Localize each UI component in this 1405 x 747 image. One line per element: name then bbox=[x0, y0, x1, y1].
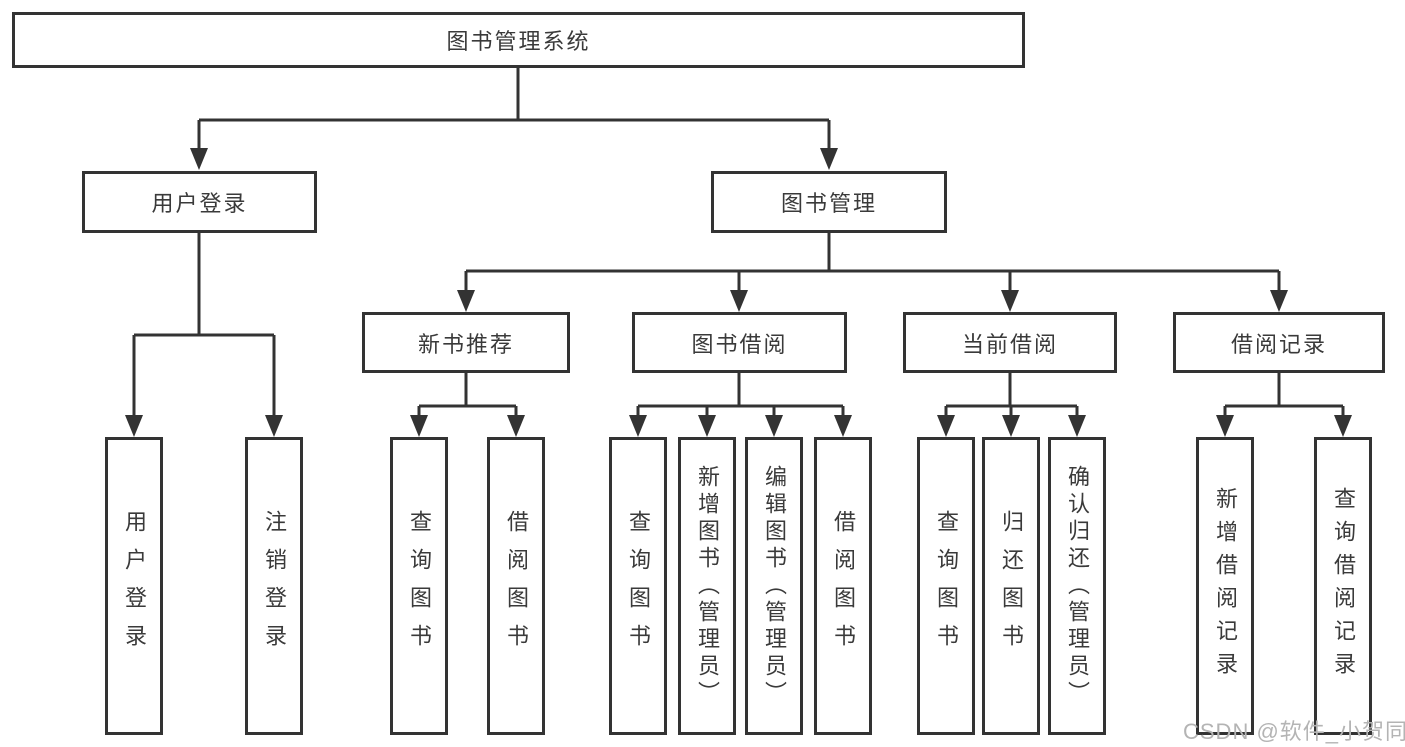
leaf-query-books-borrowing-label: 查询图书 bbox=[626, 510, 651, 662]
node-root-label: 图书管理系统 bbox=[446, 29, 591, 54]
leaf-add-book-admin-label: 新增图书（管理员） bbox=[695, 464, 720, 708]
leaf-query-books-recommend-label: 查询图书 bbox=[407, 510, 432, 662]
leaf-return-books-label: 归还图书 bbox=[999, 510, 1024, 662]
node-root: 图书管理系统 bbox=[12, 12, 1025, 68]
node-current-borrowing: 当前借阅 bbox=[903, 312, 1117, 373]
leaf-borrow-books-borrowing-label: 借阅图书 bbox=[831, 510, 856, 662]
node-book-management: 图书管理 bbox=[711, 171, 947, 233]
leaf-query-borrow-record: 查询借阅记录 bbox=[1314, 437, 1372, 735]
node-borrow-records: 借阅记录 bbox=[1173, 312, 1385, 373]
leaf-borrow-books-recommend-label: 借阅图书 bbox=[504, 510, 529, 662]
leaf-add-book-admin: 新增图书（管理员） bbox=[678, 437, 736, 735]
node-book-borrowing-label: 图书借阅 bbox=[691, 331, 788, 357]
leaf-borrow-books-borrowing: 借阅图书 bbox=[814, 437, 872, 735]
leaf-user-login: 用户登录 bbox=[105, 437, 163, 735]
node-new-book-recommend-label: 新书推荐 bbox=[417, 331, 514, 357]
leaf-logout-login: 注销登录 bbox=[245, 437, 303, 735]
leaf-confirm-return-admin: 确认归还（管理员） bbox=[1048, 437, 1106, 735]
leaf-confirm-return-admin-label: 确认归还（管理员） bbox=[1065, 464, 1090, 708]
leaf-add-borrow-record: 新增借阅记录 bbox=[1196, 437, 1254, 735]
leaf-query-borrow-record-label: 查询借阅记录 bbox=[1331, 487, 1356, 685]
leaf-query-books-current-label: 查询图书 bbox=[934, 510, 959, 662]
leaf-edit-book-admin: 编辑图书（管理员） bbox=[745, 437, 803, 735]
leaf-add-borrow-record-label: 新增借阅记录 bbox=[1213, 487, 1238, 685]
node-book-management-label: 图书管理 bbox=[780, 191, 877, 216]
leaf-query-books-borrowing: 查询图书 bbox=[609, 437, 667, 735]
node-new-book-recommend: 新书推荐 bbox=[362, 312, 570, 373]
leaf-user-login-label: 用户登录 bbox=[122, 510, 147, 662]
leaf-query-books-recommend: 查询图书 bbox=[390, 437, 448, 735]
leaf-logout-login-label: 注销登录 bbox=[262, 510, 287, 662]
leaf-query-books-current: 查询图书 bbox=[917, 437, 975, 735]
node-borrow-records-label: 借阅记录 bbox=[1230, 331, 1327, 357]
node-user-login: 用户登录 bbox=[82, 171, 317, 233]
node-book-borrowing: 图书借阅 bbox=[632, 312, 847, 373]
node-user-login-label: 用户登录 bbox=[151, 191, 248, 216]
leaf-return-books: 归还图书 bbox=[982, 437, 1040, 735]
leaf-borrow-books-recommend: 借阅图书 bbox=[487, 437, 545, 735]
leaf-edit-book-admin-label: 编辑图书（管理员） bbox=[762, 464, 787, 708]
node-current-borrowing-label: 当前借阅 bbox=[961, 331, 1058, 357]
watermark-text: CSDN @软件_小贺同学 bbox=[1183, 719, 1405, 744]
